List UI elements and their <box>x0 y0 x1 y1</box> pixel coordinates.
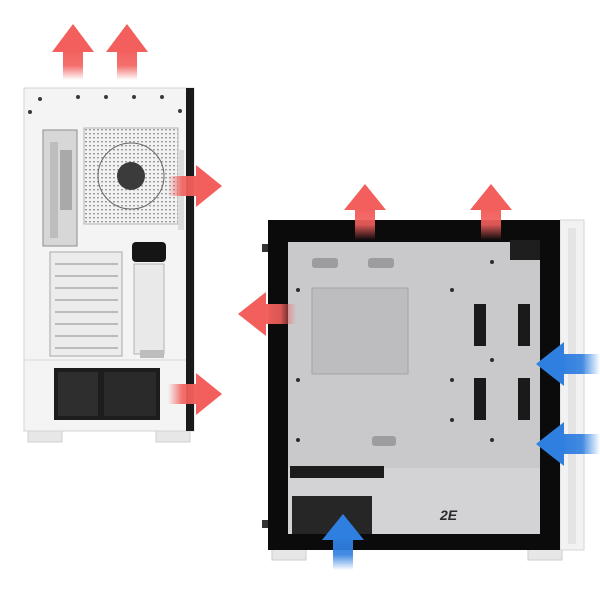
intake-arrow-bottom <box>322 514 364 570</box>
cable-hole-3 <box>474 378 486 420</box>
panel-hinge-top <box>262 244 268 252</box>
exhaust-arrow-side-rear <box>238 292 296 336</box>
rear-side-glass-edge <box>186 88 194 431</box>
psu-unit-left <box>58 372 98 416</box>
tray-slot-3 <box>372 436 396 446</box>
exhaust-arrow-top-right <box>106 24 148 80</box>
case-rear-view <box>23 87 195 443</box>
rear-foot-left <box>27 429 63 443</box>
rear-fan-ring <box>97 142 165 210</box>
tray-screws <box>296 260 494 442</box>
rear-label-sticker <box>140 350 164 358</box>
cable-hole-1 <box>474 304 486 346</box>
rear-cable-port <box>132 242 166 262</box>
exhaust-arrow-side-top-left <box>344 184 386 240</box>
io-bracket <box>50 142 58 238</box>
tray-slot-2 <box>368 258 394 268</box>
pci-slot-lines <box>55 263 118 349</box>
cable-hole-2 <box>518 304 530 346</box>
rear-vent-column <box>133 263 165 355</box>
cable-hole-4 <box>518 378 530 420</box>
shroud-cutout <box>290 466 384 478</box>
panel-hinge-bottom <box>262 520 268 528</box>
psu-unit-right <box>104 372 156 416</box>
exhaust-arrow-rear-fan <box>168 165 222 207</box>
tray-slot-1 <box>312 258 338 268</box>
pci-slot-area <box>49 251 123 357</box>
io-ports <box>60 150 72 210</box>
exhaust-arrow-side-top-right <box>470 184 512 240</box>
rear-fan-hub <box>117 162 145 190</box>
front-panel-vent <box>568 228 576 544</box>
rear-top-screws <box>28 95 182 114</box>
rear-foot-right <box>155 429 191 443</box>
cpu-cutout <box>311 287 409 375</box>
case-side-view: 2E <box>262 219 585 561</box>
brand-logo: 2E <box>439 507 458 523</box>
top-cable-grommet <box>510 240 540 260</box>
exhaust-arrow-top-left <box>52 24 94 80</box>
exhaust-arrow-psu <box>168 373 222 415</box>
intake-arrow-front-upper <box>536 342 600 386</box>
intake-arrow-front-lower <box>536 422 600 466</box>
